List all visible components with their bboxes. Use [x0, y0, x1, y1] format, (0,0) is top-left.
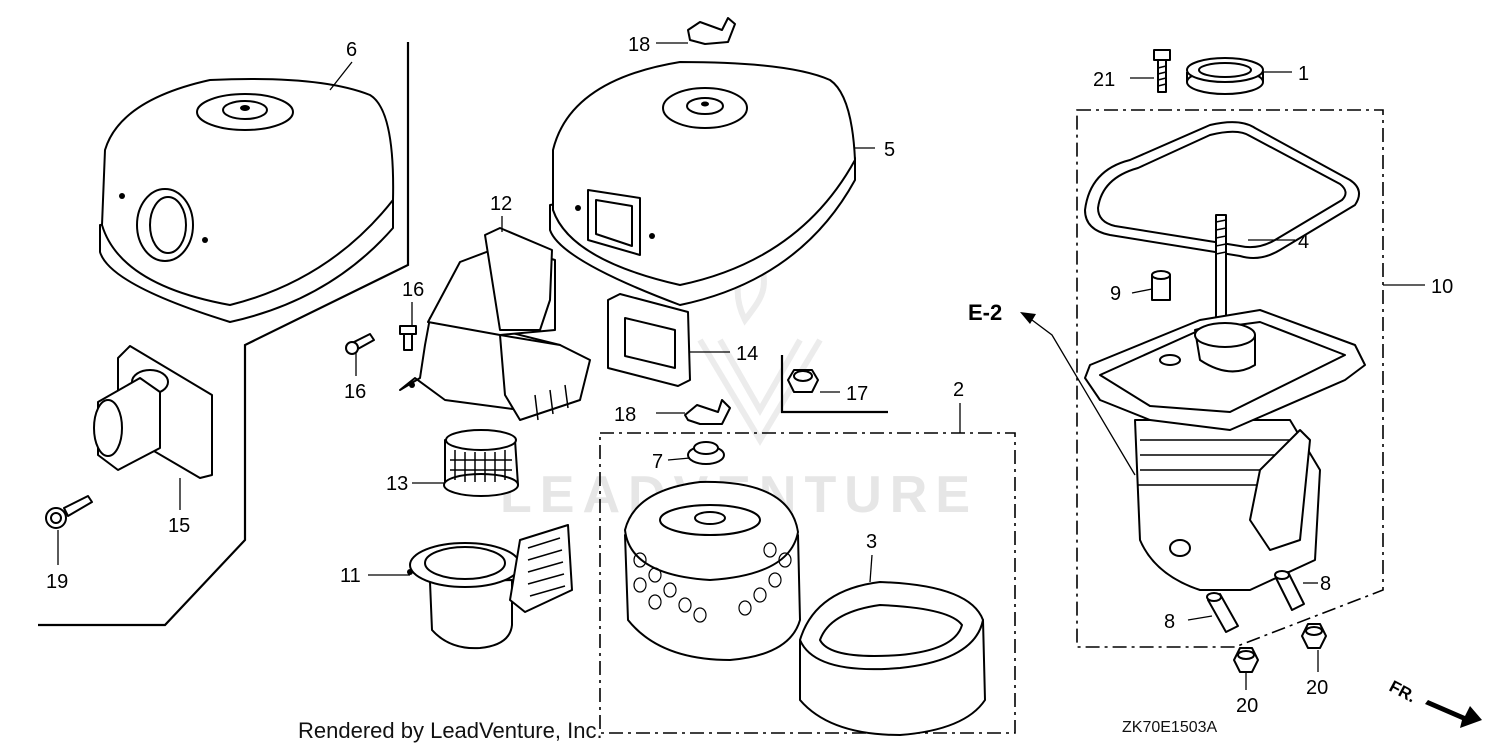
callout-numbers: 1 2 3 4 5 6 7 8 8 9 10 11 12 13 14 15 16… [46, 34, 1453, 717]
diagram-code: ZK70E1503A [1122, 719, 1218, 736]
part-10-air-cleaner-case [1084, 309, 1366, 591]
part-15-elbow [93, 345, 213, 479]
front-direction-arrow [1425, 700, 1482, 728]
part-18-clips [684, 17, 736, 425]
part-13-screen [443, 429, 519, 497]
part-16-bolts [345, 325, 417, 355]
section-reference-label: E-2 [968, 300, 1002, 325]
callout-8-right: 8 [1320, 573, 1331, 595]
callout-16-bottom: 16 [344, 381, 366, 403]
callout-17: 17 [846, 383, 868, 405]
part-20-nuts [1233, 623, 1327, 673]
part-12-air-guide [399, 227, 591, 421]
callout-13: 13 [386, 473, 408, 495]
callout-20-left: 20 [1236, 695, 1258, 717]
part-7-grommet [687, 441, 725, 465]
section-frame-left [38, 42, 410, 627]
callout-21: 21 [1093, 69, 1115, 91]
assembly-2-box [599, 432, 1016, 734]
footer-credit: Rendered by LeadVenture, Inc. [298, 718, 603, 743]
callout-7: 7 [652, 451, 663, 473]
callout-16-top: 16 [402, 279, 424, 301]
callout-18-top: 18 [628, 34, 650, 56]
part-6-air-cleaner-cover [99, 78, 395, 323]
callout-18-bottom: 18 [614, 404, 636, 426]
callout-1: 1 [1298, 63, 1309, 85]
part-21-bolt [1153, 49, 1171, 93]
callout-2: 2 [953, 379, 964, 401]
callout-11: 11 [340, 565, 361, 587]
part-14-gasket [607, 293, 691, 387]
stud [1215, 214, 1227, 331]
part-1-seal [1186, 57, 1264, 95]
part-5-air-cleaner-cover [549, 61, 856, 306]
assembly-10-box [1076, 109, 1384, 648]
part-19-bolt [45, 495, 93, 529]
callout-10: 10 [1431, 276, 1453, 298]
callout-3: 3 [866, 531, 877, 553]
callout-15: 15 [168, 515, 190, 537]
callout-8-left: 8 [1164, 611, 1175, 633]
callout-20-right: 20 [1306, 677, 1328, 699]
callout-14: 14 [736, 343, 758, 365]
callout-12: 12 [490, 193, 512, 215]
part-11-base [407, 524, 573, 650]
part-17-nut [787, 369, 819, 393]
e2-reference-arrow [1020, 312, 1136, 476]
callout-19: 19 [46, 571, 68, 593]
part-2-filter-element [624, 480, 801, 661]
callout-4: 4 [1298, 231, 1309, 253]
part-9-collar [1151, 270, 1171, 301]
callout-5: 5 [884, 139, 895, 161]
front-marker-label: FR. [1386, 677, 1419, 707]
callout-6: 6 [346, 39, 357, 61]
bracket-17 [780, 355, 888, 414]
leader-lines [57, 42, 1425, 690]
callout-9: 9 [1110, 283, 1121, 305]
part-3-precleaner [799, 581, 986, 736]
part-8-tubes [1206, 570, 1305, 633]
part-4-gasket [1084, 121, 1360, 259]
